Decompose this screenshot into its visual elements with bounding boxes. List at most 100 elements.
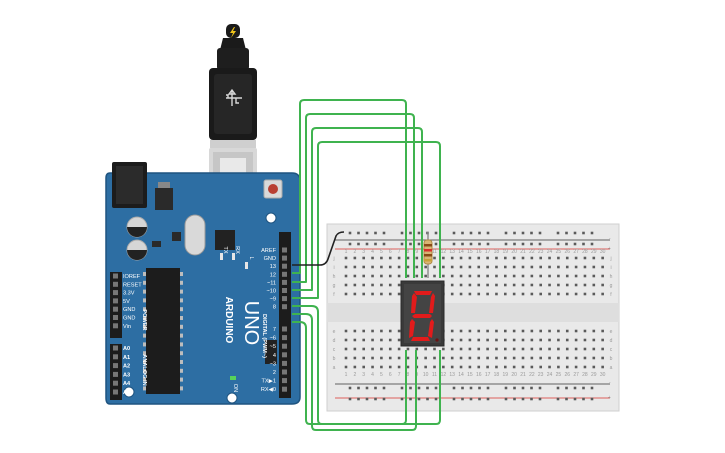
rail-hole[interactable] bbox=[357, 242, 360, 246]
breadboard-hole[interactable] bbox=[459, 347, 463, 351]
breadboard-hole[interactable] bbox=[433, 274, 436, 278]
breadboard-hole[interactable] bbox=[486, 274, 489, 278]
rail-hole[interactable] bbox=[374, 242, 377, 246]
rail-hole[interactable] bbox=[590, 386, 594, 390]
power-pin-socket[interactable] bbox=[113, 281, 118, 287]
breadboard-hole[interactable] bbox=[583, 329, 587, 333]
reset-button[interactable] bbox=[263, 179, 283, 199]
breadboard-hole[interactable] bbox=[477, 365, 481, 369]
rail-hole[interactable] bbox=[521, 397, 525, 401]
breadboard-hole[interactable] bbox=[459, 265, 463, 269]
breadboard-hole[interactable] bbox=[442, 347, 445, 351]
rail-hole[interactable] bbox=[382, 386, 386, 390]
breadboard-hole[interactable] bbox=[450, 265, 454, 269]
rail-hole[interactable] bbox=[348, 386, 352, 390]
breadboard-hole[interactable] bbox=[380, 292, 383, 296]
rail-hole[interactable] bbox=[400, 397, 404, 401]
breadboard-hole[interactable] bbox=[424, 274, 427, 278]
digital-pin-socket[interactable] bbox=[282, 335, 287, 341]
rail-hole[interactable] bbox=[365, 397, 369, 401]
breadboard-hole[interactable] bbox=[388, 283, 392, 287]
breadboard-hole[interactable] bbox=[468, 365, 472, 369]
breadboard-hole[interactable] bbox=[468, 256, 472, 260]
digital-pin-socket[interactable] bbox=[282, 352, 287, 358]
breadboard-hole[interactable] bbox=[397, 356, 401, 360]
breadboard-hole[interactable] bbox=[362, 356, 365, 360]
breadboard-hole[interactable] bbox=[477, 292, 481, 296]
breadboard-hole[interactable] bbox=[504, 356, 507, 360]
rail-hole[interactable] bbox=[573, 242, 577, 246]
breadboard-hole[interactable] bbox=[371, 356, 374, 360]
rail-hole[interactable] bbox=[538, 397, 542, 401]
breadboard-hole[interactable] bbox=[450, 274, 454, 278]
breadboard-hole[interactable] bbox=[557, 292, 560, 296]
breadboard-hole[interactable] bbox=[504, 265, 507, 269]
rail-hole[interactable] bbox=[486, 242, 490, 246]
rail-hole[interactable] bbox=[486, 397, 490, 401]
breadboard-hole[interactable] bbox=[521, 265, 525, 269]
breadboard-hole[interactable] bbox=[433, 265, 436, 269]
rail-hole[interactable] bbox=[565, 231, 568, 235]
breadboard-hole[interactable] bbox=[344, 365, 348, 369]
breadboard-hole[interactable] bbox=[592, 356, 596, 360]
breadboard-hole[interactable] bbox=[521, 365, 525, 369]
breadboard-hole[interactable] bbox=[477, 256, 481, 260]
breadboard-hole[interactable] bbox=[397, 265, 401, 269]
breadboard-hole[interactable] bbox=[371, 365, 374, 369]
rail-hole[interactable] bbox=[504, 386, 508, 390]
rail-hole[interactable] bbox=[556, 397, 560, 401]
breadboard-hole[interactable] bbox=[388, 265, 392, 269]
breadboard-hole[interactable] bbox=[521, 329, 525, 333]
breadboard-hole[interactable] bbox=[574, 292, 578, 296]
digital-pin-socket[interactable] bbox=[282, 279, 287, 285]
analog-pin-socket[interactable] bbox=[113, 371, 118, 377]
digital-pin-socket[interactable] bbox=[282, 288, 287, 293]
digital-pin-socket[interactable] bbox=[282, 378, 287, 384]
jumper-wires[interactable] bbox=[292, 99, 441, 431]
breadboard-hole[interactable] bbox=[539, 347, 542, 351]
breadboard-hole[interactable] bbox=[362, 338, 365, 342]
breadboard-hole[interactable] bbox=[415, 274, 419, 278]
breadboard-hole[interactable] bbox=[486, 347, 489, 351]
breadboard-hole[interactable] bbox=[406, 265, 410, 269]
breadboard-hole[interactable] bbox=[539, 256, 542, 260]
breadboard-hole[interactable] bbox=[574, 338, 578, 342]
breadboard-hole[interactable] bbox=[406, 356, 410, 360]
breadboard-hole[interactable] bbox=[557, 274, 560, 278]
digital-pin-socket[interactable] bbox=[282, 271, 287, 277]
digital-pin-socket[interactable] bbox=[282, 326, 287, 332]
breadboard-hole[interactable] bbox=[565, 347, 569, 351]
breadboard-hole[interactable] bbox=[583, 347, 587, 351]
breadboard-hole[interactable] bbox=[521, 274, 525, 278]
rail-hole[interactable] bbox=[409, 386, 412, 390]
breadboard-hole[interactable] bbox=[344, 265, 348, 269]
breadboard-hole[interactable] bbox=[388, 347, 392, 351]
rail-hole[interactable] bbox=[461, 386, 464, 390]
rail-hole[interactable] bbox=[417, 386, 421, 390]
rail-hole[interactable] bbox=[382, 397, 386, 401]
rail-hole[interactable] bbox=[573, 397, 577, 401]
rail-hole[interactable] bbox=[469, 386, 473, 390]
breadboard-hole[interactable] bbox=[424, 365, 427, 369]
rail-hole[interactable] bbox=[478, 231, 481, 235]
rail-hole[interactable] bbox=[417, 231, 421, 235]
breadboard-hole[interactable] bbox=[371, 256, 374, 260]
rail-hole[interactable] bbox=[461, 231, 464, 235]
breadboard-hole[interactable] bbox=[450, 365, 454, 369]
rail-hole[interactable] bbox=[434, 242, 438, 246]
breadboard-hole[interactable] bbox=[353, 256, 357, 260]
breadboard-hole[interactable] bbox=[495, 329, 498, 333]
breadboard-hole[interactable] bbox=[477, 283, 481, 287]
breadboard-hole[interactable] bbox=[468, 329, 472, 333]
rail-hole[interactable] bbox=[409, 242, 412, 246]
breadboard-hole[interactable] bbox=[512, 338, 516, 342]
breadboard-hole[interactable] bbox=[557, 329, 560, 333]
rail-hole[interactable] bbox=[374, 231, 377, 235]
rail-hole[interactable] bbox=[478, 397, 481, 401]
breadboard-hole[interactable] bbox=[592, 283, 596, 287]
breadboard-hole[interactable] bbox=[424, 356, 427, 360]
breadboard-hole[interactable] bbox=[406, 365, 410, 369]
breadboard-hole[interactable] bbox=[486, 365, 489, 369]
breadboard-hole[interactable] bbox=[459, 365, 463, 369]
breadboard-hole[interactable] bbox=[450, 292, 454, 296]
